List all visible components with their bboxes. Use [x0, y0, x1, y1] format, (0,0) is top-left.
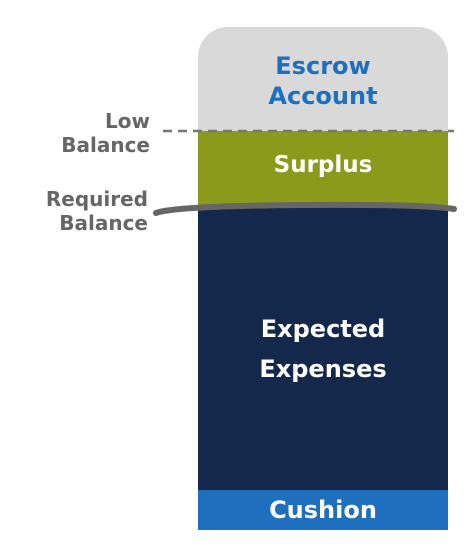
cushion-label: Cushion	[269, 496, 377, 524]
expected-expenses-segment: Expected Expenses	[198, 207, 448, 490]
escrow-account-tank: Escrow Account Surplus Expected Expenses…	[198, 27, 448, 530]
required-balance-label: Required Balance	[45, 187, 148, 235]
surplus-label: Surplus	[273, 152, 373, 178]
low-balance-label: Low Balance	[61, 109, 150, 157]
escrow-account-title: Escrow Account	[268, 52, 378, 110]
escrow-account-header: Escrow Account	[198, 27, 448, 131]
expected-expenses-label: Expected Expenses	[259, 314, 387, 383]
surplus-segment: Surplus	[198, 131, 448, 207]
cushion-segment: Cushion	[198, 490, 448, 530]
